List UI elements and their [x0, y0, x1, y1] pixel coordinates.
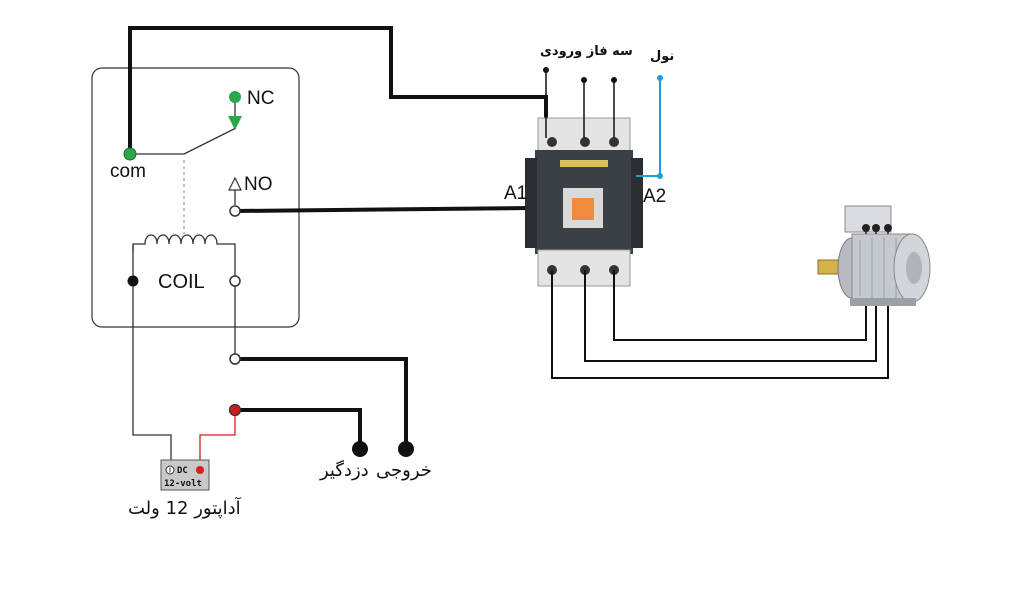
no-arrow-icon — [228, 176, 242, 191]
alarm-label: دزدگیر — [319, 459, 369, 481]
neutral-label: نول — [650, 49, 674, 64]
nc-terminal — [229, 91, 241, 103]
top-screw-1 — [547, 137, 557, 147]
output-label: خروجی — [376, 460, 432, 481]
coil-label: COIL — [158, 271, 205, 293]
motor-terminal-3 — [884, 224, 892, 232]
output-common-terminal — [229, 353, 241, 365]
coil-left-terminal — [127, 275, 139, 287]
alarm-terminal — [228, 403, 242, 417]
com-to-contactor-wire — [128, 26, 548, 150]
com-label: com — [110, 161, 146, 182]
alarm-output-dot — [352, 441, 368, 457]
adapter-red-wire — [199, 410, 236, 461]
three-phase-label: سه فاز ورودی — [540, 44, 633, 59]
no-terminal — [229, 205, 241, 217]
a1-label: A1 — [504, 183, 527, 204]
adapter-body — [160, 459, 210, 491]
motor-terminal-1 — [862, 224, 870, 232]
no-to-a1-wire — [235, 206, 536, 213]
contactor — [525, 117, 643, 287]
a2-label: A2 — [643, 186, 666, 207]
neutral-dot-top — [657, 75, 663, 81]
electric-motor — [817, 205, 931, 306]
motor-terminal-2 — [872, 224, 880, 232]
contactor-side-right — [631, 158, 643, 248]
adapter-dc-label: DC — [177, 466, 188, 476]
coil-right-terminal — [229, 275, 241, 287]
top-screw-2 — [580, 137, 590, 147]
motor-terminal-box — [844, 205, 892, 233]
phase-dot-2 — [581, 77, 587, 83]
output-black-wire — [240, 357, 408, 446]
adapter-volt-label: 12-volt — [164, 479, 202, 489]
coil-left-to-adapter-wire — [132, 286, 172, 461]
switch-blade — [183, 127, 237, 155]
adapter-caption: آداپتور 12 ولت — [128, 496, 242, 519]
nc-label: NC — [247, 88, 274, 109]
top-screw-3 — [609, 137, 619, 147]
relay-housing — [91, 67, 300, 328]
motor-rear-hub — [906, 252, 922, 284]
coil-winding — [132, 234, 236, 276]
output-dot — [398, 441, 414, 457]
motor-base — [850, 298, 916, 306]
nc-arrow-icon — [228, 116, 242, 130]
adapter-plus-icon — [196, 466, 204, 474]
alarm-output-wire — [240, 408, 362, 446]
no-label: NO — [244, 174, 273, 195]
phase-dot-1 — [543, 67, 549, 73]
contactor-side-left — [525, 158, 537, 248]
com-terminal — [123, 147, 137, 161]
neutral-dot-bottom — [657, 173, 663, 179]
phase-dot-3 — [611, 77, 617, 83]
motor-wire-3 — [613, 228, 867, 341]
contactor-button — [572, 198, 594, 220]
contactor-label-strip — [560, 160, 608, 167]
